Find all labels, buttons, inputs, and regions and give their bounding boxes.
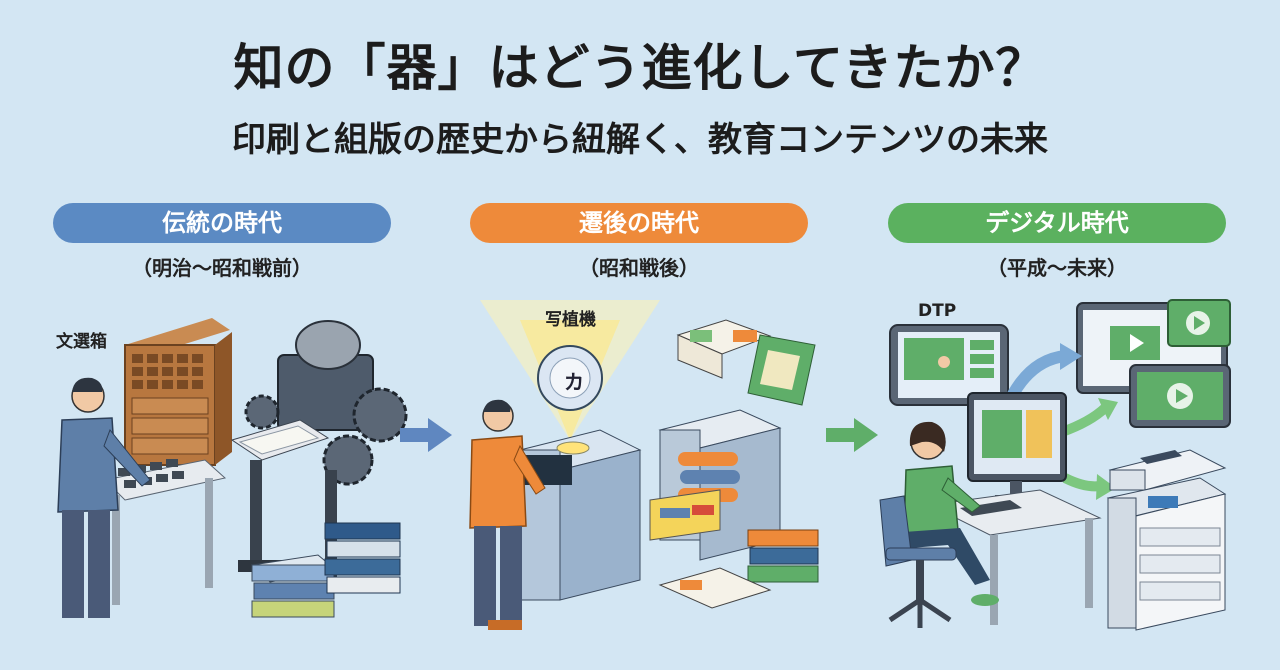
character-disc: [537, 345, 603, 411]
book-stack-left: [250, 522, 401, 618]
desktop-monitor: [967, 392, 1067, 501]
label-shashokuki: 写植機: [545, 310, 596, 330]
main-title: 知の「器」はどう進化してきたか？: [233, 39, 1047, 97]
compositor-worker: [57, 377, 151, 618]
label-bunsenbako: 文選箱: [56, 332, 107, 352]
era-period-digital: （平成〜未来）: [987, 256, 1127, 280]
monitor-small: [1129, 364, 1231, 428]
arrow-2: [826, 418, 878, 452]
arrow-1: [400, 418, 452, 452]
era-period-traditional: （明治〜昭和戦前）: [132, 256, 312, 280]
open-book: [676, 319, 772, 379]
tablet: [889, 324, 1009, 406]
book-stack-center: [658, 529, 819, 609]
disc-character: カ: [564, 370, 584, 394]
magazine: [747, 334, 816, 406]
multifunction-printer: [1106, 449, 1227, 631]
subtitle: 印刷と組版の歴史から紐解く、教育コンテンツの未来: [232, 120, 1048, 160]
office-chair: [879, 495, 957, 628]
type-case-cabinet: [124, 318, 232, 466]
typesetting-desk: [103, 459, 227, 605]
operator-worker: [469, 399, 546, 630]
offset-press: [649, 409, 782, 561]
era-pill-postwar: 遷後の時代: [470, 203, 808, 243]
era-pill-traditional: 伝統の時代: [53, 203, 391, 243]
era-pill-digital: デジタル時代: [888, 203, 1226, 243]
era-period-postwar: （昭和戦後）: [579, 256, 699, 280]
label-dtp: DTP: [918, 301, 957, 321]
phototypesetter-machine: [518, 429, 642, 601]
